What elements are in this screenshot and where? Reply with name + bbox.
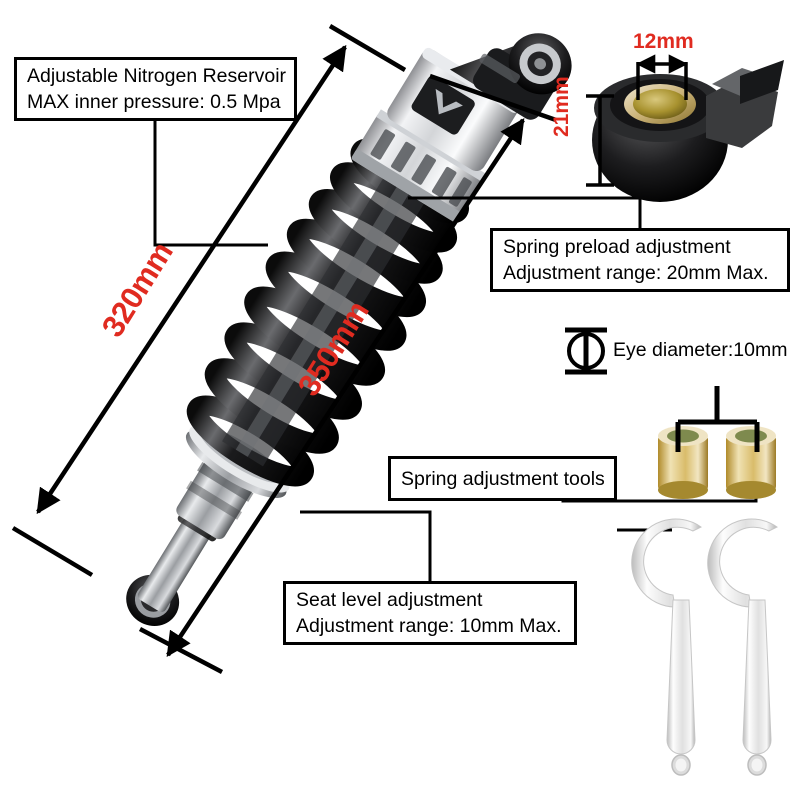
dimension-350mm: [138, 73, 557, 674]
dimension-21mm: [586, 94, 614, 187]
bushing-right: [726, 426, 776, 499]
dimension-label-12mm: 12mm: [633, 30, 694, 53]
c-spanner-wrench-left: [631, 518, 702, 776]
callout-nitrogen-reservoir: Adjustable Nitrogen Reservoir MAX inner …: [14, 57, 297, 121]
dimension-line-350: [166, 117, 525, 658]
bearing-detail-photo: [592, 60, 784, 202]
leader-seat: [300, 510, 432, 581]
bushing-leader-bracket: [675, 386, 760, 452]
callout-seat-line-1: Seat level adjustment: [296, 589, 483, 611]
extension-line-top-320: [328, 24, 407, 72]
callout-nitrogen-line-1: Adjustable Nitrogen Reservoir: [27, 65, 287, 87]
callout-nitrogen-line-2: MAX inner pressure: 0.5 Mpa: [27, 91, 281, 113]
c-spanner-wrench-right: [707, 518, 778, 776]
callout-preload-line-1: Spring preload adjustment: [503, 236, 731, 258]
extension-line-bottom-320: [11, 526, 94, 577]
callout-spring-adjustment-tools: Spring adjustment tools: [388, 456, 617, 501]
upper-eyelet-mount: [449, 33, 572, 120]
eye-diameter-label: Eye diameter:10mm: [613, 339, 788, 361]
bushing-left: [658, 426, 708, 499]
callout-seat-level: Seat level adjustment Adjustment range: …: [283, 581, 577, 645]
diameter-symbol-icon: [565, 327, 607, 375]
callout-tools-line-1: Spring adjustment tools: [401, 467, 605, 490]
callout-preload-line-2: Adjustment range: 20mm Max.: [503, 262, 769, 284]
dimension-label-21mm: 21mm: [550, 76, 573, 137]
callout-spring-preload: Spring preload adjustment Adjustment ran…: [490, 228, 790, 292]
extension-line-top-350: [429, 73, 557, 123]
callout-seat-line-2: Adjustment range: 10mm Max.: [296, 615, 562, 637]
dimension-12mm: [636, 54, 688, 100]
leader-nitrogen: [153, 121, 268, 247]
